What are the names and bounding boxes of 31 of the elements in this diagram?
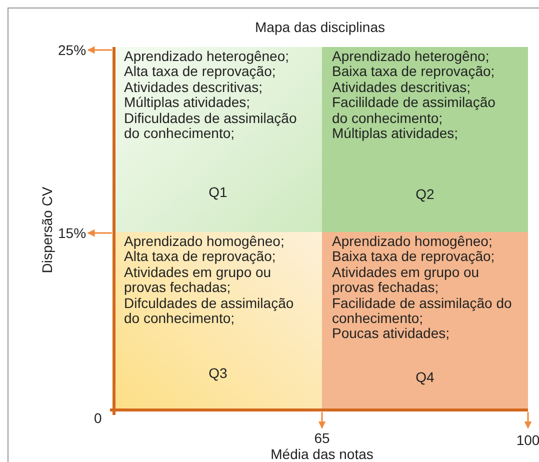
quadrant-label: Q1 xyxy=(208,185,228,200)
axis-title: Média das notas xyxy=(270,446,374,462)
characteristic-text: Poucas atividades; xyxy=(332,326,450,342)
quadrant-label: Q2 xyxy=(414,187,436,202)
characteristic-text: Facilidade de assimilação do conhecimento; xyxy=(332,296,512,326)
characteristic-text: Baixa taxa de reprovação; xyxy=(332,249,495,265)
characteristic-text: Atividades descritivas; xyxy=(332,80,471,96)
characteristic-text: Difculdades de assimilação do conhecimento; xyxy=(124,296,295,326)
tick-label: 100 xyxy=(516,432,539,448)
characteristic-text: Baixa taxa de reprovação; xyxy=(332,64,495,80)
axis-title: Dispersão CV xyxy=(39,186,55,274)
characteristic-text: Facilildade de assimilação do conhecimento; xyxy=(332,95,496,126)
characteristic-text: Alta taxa de reprovação; xyxy=(124,249,276,265)
chart-title: Mapa das disciplinas xyxy=(255,19,385,35)
characteristic-text: Atividades descritivas; xyxy=(124,80,263,96)
characteristic-text: Atividades em grupo ou provas fechadas; xyxy=(124,264,272,296)
characteristic-text: Aprendizado homogêneo; xyxy=(332,234,492,250)
quadrant-label: Q3 xyxy=(208,366,228,382)
tick-label: 65 xyxy=(314,430,330,446)
characteristic-text: Atividades em grupo ou provas fechadas; xyxy=(332,264,480,296)
characteristic-text: Múltiplas atividades; xyxy=(124,95,250,111)
characteristic-text: Múltiplas atividades; xyxy=(332,126,458,142)
characteristic-text: Dificuldades de assimilação do conhecimento; xyxy=(124,110,298,142)
tick-label: 0 xyxy=(94,410,102,426)
characteristic-text: Aprendizado heterogêneo; xyxy=(124,49,290,64)
tick-label: 25% xyxy=(58,42,86,58)
tick-label: 15% xyxy=(58,225,86,241)
characteristic-text: Alta taxa de reprovação; xyxy=(124,64,276,80)
characteristic-text: Aprendizado homogêneo; xyxy=(124,234,284,250)
quadrant-label: Q4 xyxy=(414,370,436,386)
characteristic-text: Aprendizado heterogêno; xyxy=(332,49,490,64)
